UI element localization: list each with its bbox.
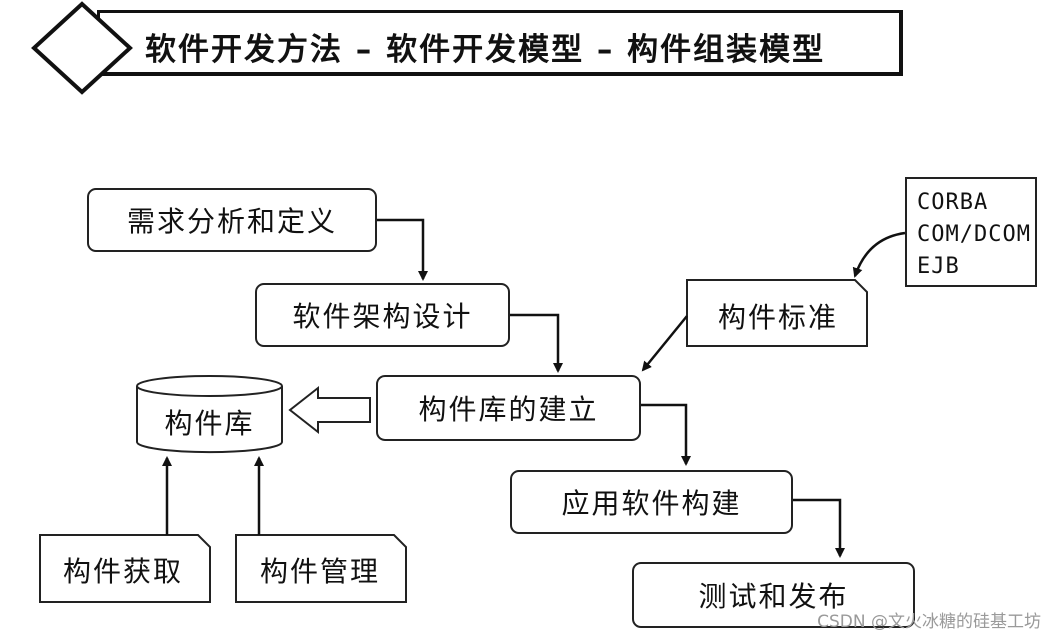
node-component-acquire: 构件获取	[63, 555, 184, 588]
diamond-icon	[31, 1, 133, 95]
node-test-release-label: 测试和发布	[698, 580, 849, 613]
node-architecture: 软件架构设计	[255, 283, 510, 347]
watermark: CSDN @文火冰糖的硅基工坊	[817, 612, 1041, 632]
database-cylinder-icon	[136, 375, 283, 454]
arrow-specs-to-standard	[852, 231, 906, 278]
arrow-lib-to-app	[641, 403, 691, 466]
arrow-standard-to-lib	[641, 315, 688, 372]
arrow-app-to-test	[793, 498, 845, 558]
arrow-req-to-arch	[377, 218, 428, 281]
standard-ejb: EJB	[917, 254, 960, 279]
node-app-build: 应用软件构建	[510, 470, 793, 534]
node-library-build: 构件库的建立	[376, 375, 641, 441]
hollow-arrow-icon	[288, 385, 371, 435]
doc-manage-shape	[235, 534, 407, 603]
arrow-arch-to-lib	[510, 313, 563, 373]
standard-com-dcom: COM/DCOM	[917, 222, 1031, 247]
node-component-manage: 构件管理	[260, 555, 381, 588]
node-test-release: 测试和发布	[632, 562, 915, 628]
doc-acquire-shape	[39, 534, 211, 603]
node-requirements-label: 需求分析和定义	[126, 205, 337, 238]
node-requirements: 需求分析和定义	[87, 188, 377, 252]
node-library-build-label: 构件库的建立	[418, 393, 599, 426]
standards-box	[905, 177, 1037, 287]
page-title: 软件开发方法 – 软件开发模型 – 构件组装模型	[145, 32, 826, 68]
node-component-library: 构件库	[164, 407, 255, 440]
node-architecture-label: 软件架构设计	[292, 300, 473, 333]
node-app-build-label: 应用软件构建	[561, 487, 742, 520]
doc-standard-shape	[686, 279, 868, 347]
standard-corba: CORBA	[917, 190, 989, 215]
node-component-standard: 构件标准	[718, 301, 839, 334]
